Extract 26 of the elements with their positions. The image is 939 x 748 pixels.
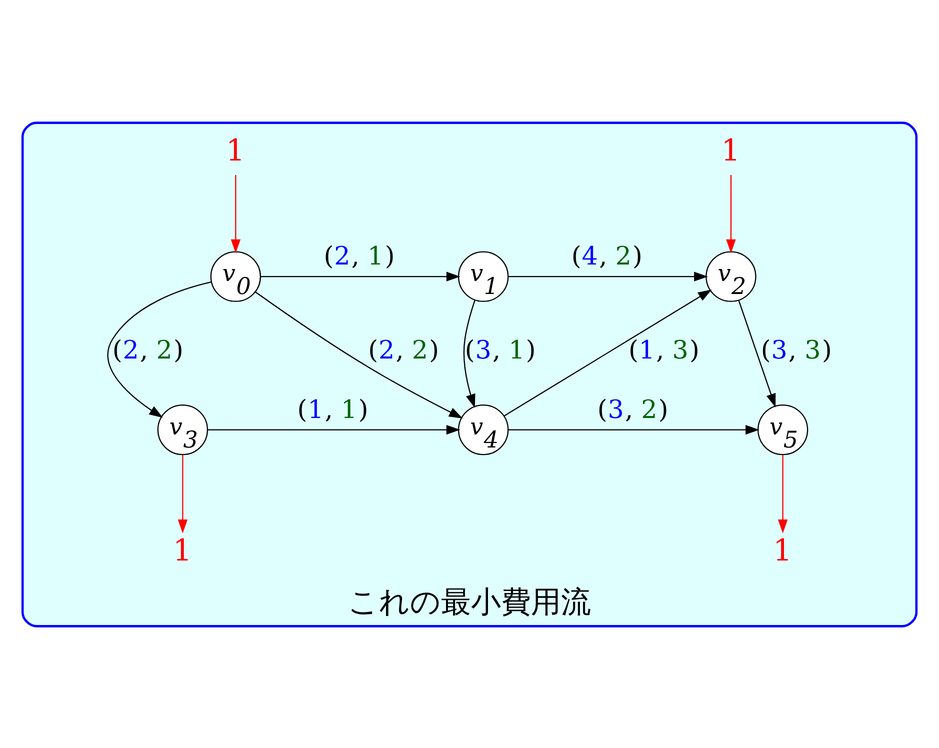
arrow [508,271,708,281]
arrow [504,288,712,416]
arrow [255,291,463,418]
arrow [230,174,241,253]
arrow [508,424,760,434]
edge-label: (4, 2) [571,240,642,270]
edge-label: (2, 2) [368,334,440,364]
arrow [208,424,460,434]
arrow [738,300,776,408]
node-text: 1 [773,532,792,568]
edge-label: (2, 1) [324,240,395,270]
node-text: 1 [172,532,192,568]
node-text: 1 [721,133,740,168]
edge-label: (2, 2) [112,334,184,364]
edge-label: (3, 1) [464,334,536,364]
edge-label: (1, 1) [297,393,368,424]
node-text: 1 [226,133,245,168]
arrow [778,454,788,533]
arrow [260,271,460,281]
edge-label: (3, 3) [760,334,832,364]
arrow [726,174,736,253]
edge-label: (1, 3) [628,334,700,364]
arrow [107,281,212,418]
edge-label: (3, 2) [597,393,668,424]
arrow [463,300,476,408]
arrow [178,454,188,533]
